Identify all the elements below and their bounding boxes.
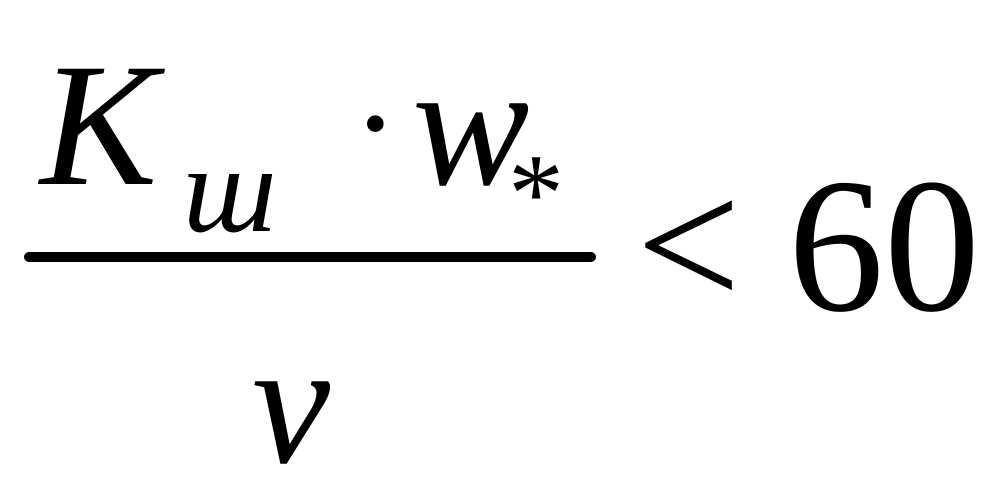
fraction-bar xyxy=(24,252,596,262)
less-than-sign: < xyxy=(636,142,741,348)
denominator-symbol-nu: ν xyxy=(252,306,331,501)
numerator-variable-w: w xyxy=(412,28,530,223)
variable-subscript-asterisk: * xyxy=(508,132,564,256)
numerator-subscript: ш xyxy=(183,121,277,258)
right-hand-side-value: 60 xyxy=(788,139,980,352)
numerator-symbol-k: K xyxy=(40,28,158,223)
multiplication-dot: · xyxy=(352,46,399,201)
